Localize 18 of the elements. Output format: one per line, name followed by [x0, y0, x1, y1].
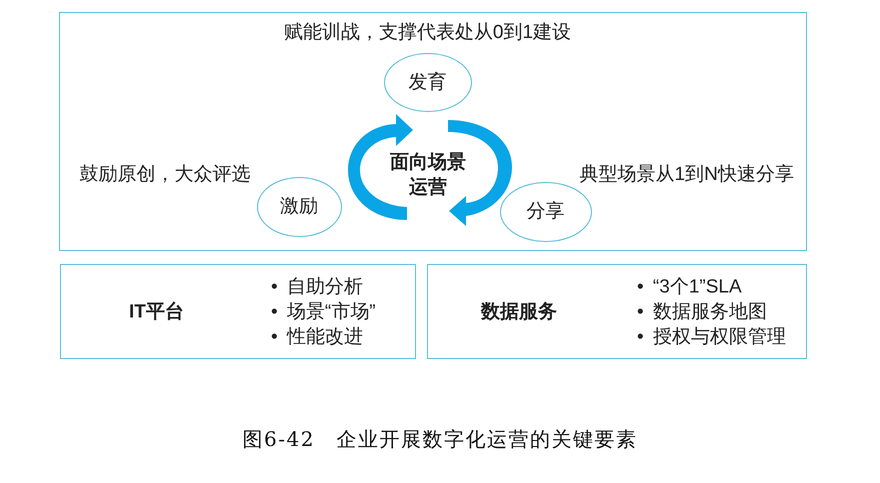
bullet-item: • 场景“市场” — [271, 300, 376, 324]
bullet-item: • “3个1”SLA — [637, 275, 743, 299]
bullet-item: • 数据服务地图 — [637, 300, 768, 324]
center-label: 面向场景运营 — [389, 151, 467, 200]
bullet-item: • 自助分析 — [271, 275, 364, 299]
node-label: 发育 — [408, 72, 446, 92]
note-text: 赋能训战，支撑代表处从0到1建设 — [284, 20, 572, 44]
section-title: 数据服务 — [481, 302, 557, 321]
node-label: 分享 — [526, 202, 564, 221]
note-text: 典型场景从1到N快速分享 — [580, 162, 794, 186]
bullet-item: • 授权与权限管理 — [637, 325, 786, 349]
section-title: IT平台 — [129, 302, 184, 321]
section-box — [60, 264, 416, 359]
bullet-item: • 性能改进 — [271, 325, 364, 349]
note-text: 鼓励原创，大众评选 — [80, 162, 250, 186]
node-label: 激励 — [280, 197, 318, 216]
section-box — [427, 264, 807, 359]
figure-caption: 图6-42 企业开展数字化运营的关键要素 — [242, 426, 638, 453]
